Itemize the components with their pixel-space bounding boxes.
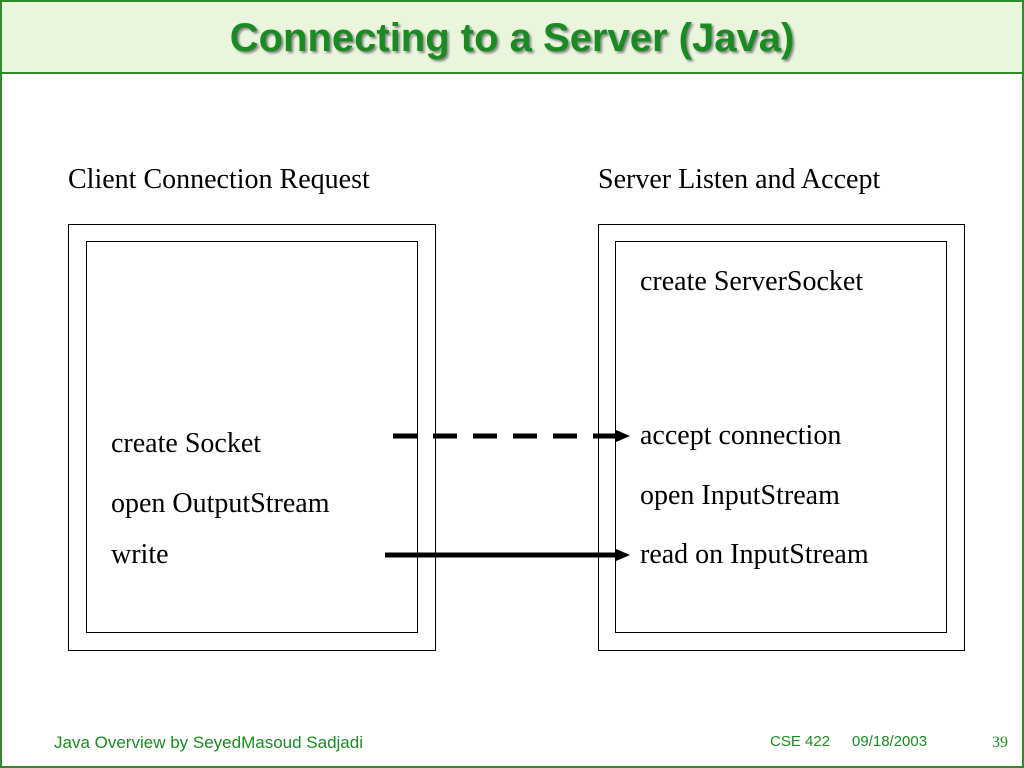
solid-data-arrow [385,549,630,561]
solid-arrow-head [616,549,630,561]
client-inner-box [86,241,418,633]
server-step-create-serversocket: create ServerSocket [640,266,864,297]
server-step-read-on-inputstream: read on InputStream [640,539,869,570]
footer-date: 09/18/2003 [852,733,928,750]
server-heading: Server Listen and Accept [598,164,881,195]
server-inner-box [615,241,947,633]
footer-author: Java Overview by SeyedMasoud Sadjadi [54,733,363,752]
footer-course: CSE 422 [770,733,831,750]
title-bar: Connecting to a Server (Java) [2,2,1022,74]
client-heading: Client Connection Request [68,164,370,195]
client-step-open-outputstream: open OutputStream [111,488,330,519]
page-number: 39 [992,734,1008,751]
client-step-create-socket: create Socket [111,428,262,459]
client-step-write: write [111,539,169,570]
dashed-arrow-head [616,430,630,442]
server-step-open-inputstream: open InputStream [640,480,840,511]
dashed-connect-arrow [393,430,630,442]
slide-title: Connecting to a Server (Java) [229,16,795,60]
server-step-accept-connection: accept connection [640,420,842,451]
